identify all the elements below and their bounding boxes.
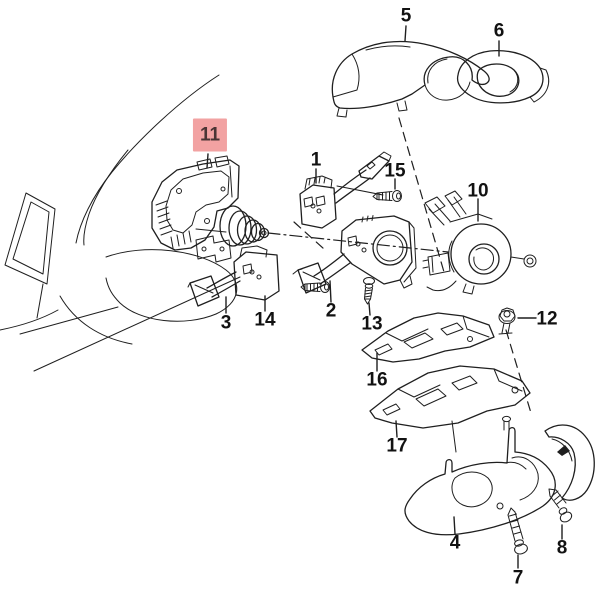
part-5-upper-column-trim [332, 41, 489, 117]
mounting-plate [196, 236, 231, 262]
callout-16[interactable]: 16 [366, 369, 388, 391]
callout-4[interactable]: 4 [449, 532, 461, 554]
part-4-lower-column-trim [405, 416, 594, 534]
part-10-clock-spring [423, 191, 536, 294]
callout-5[interactable]: 5 [400, 5, 412, 27]
callout-13[interactable]: 13 [361, 313, 383, 335]
callout-10[interactable]: 10 [467, 180, 489, 202]
leader-lines [207, 26, 562, 568]
callout-14[interactable]: 14 [254, 309, 276, 331]
callout-15[interactable]: 15 [384, 160, 406, 182]
callout-3[interactable]: 3 [220, 312, 232, 334]
part-1-wiper-switch [300, 152, 391, 228]
part-13-screw [364, 278, 375, 305]
part-8-screw [549, 489, 573, 524]
part-15-screw [373, 191, 402, 202]
part-14-screw [301, 282, 330, 293]
part-7-screw [508, 508, 529, 555]
callout-17[interactable]: 17 [386, 435, 408, 457]
callout-1[interactable]: 1 [310, 149, 322, 171]
part-17-bracket-plate [370, 366, 530, 428]
callout-6[interactable]: 6 [493, 20, 505, 42]
callout-12[interactable]: 12 [536, 308, 558, 330]
callout-11-selected[interactable]: 11 [192, 118, 228, 152]
callout-2[interactable]: 2 [325, 300, 337, 322]
part-2-switch-housing [293, 216, 416, 294]
car-interior-sketch [0, 75, 240, 371]
construction-lines [196, 118, 531, 413]
part-3-turn-signal-switch [188, 246, 279, 306]
part-12-nut [499, 308, 515, 334]
steering-shaft-boot [220, 206, 269, 246]
callout-7[interactable]: 7 [512, 567, 524, 589]
callout-8[interactable]: 8 [556, 537, 568, 559]
part-11-switch-carrier-bracket [152, 156, 239, 250]
part-6-grommet-ring [458, 51, 549, 103]
